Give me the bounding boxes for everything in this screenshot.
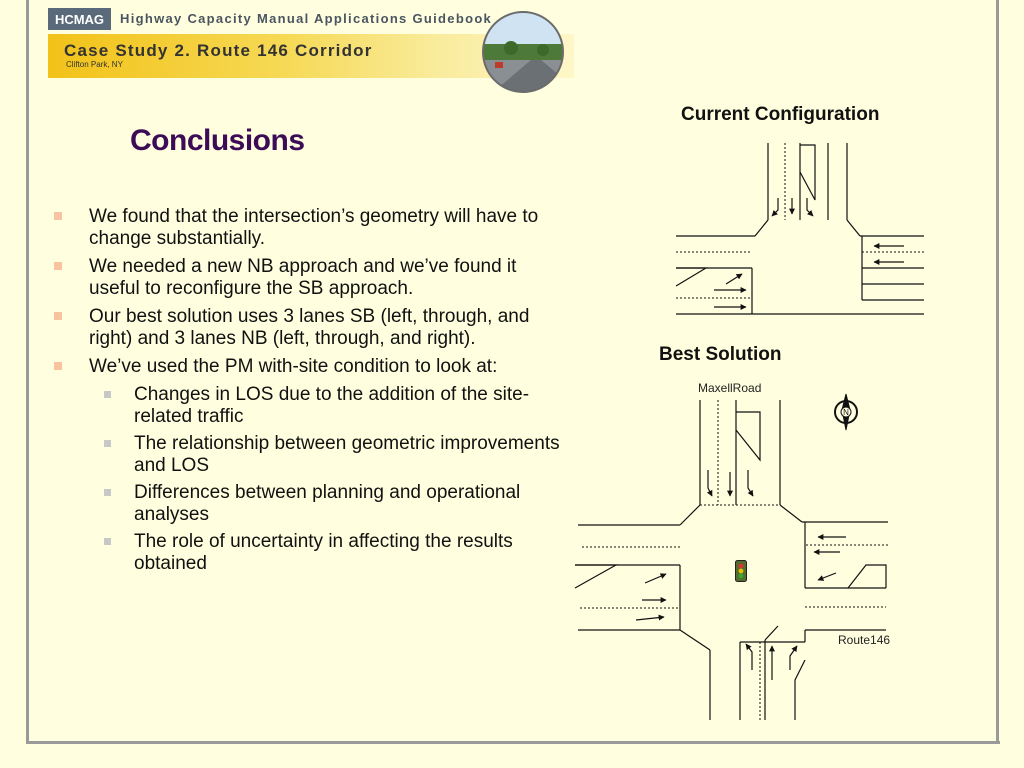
compass-letter: N bbox=[843, 408, 849, 417]
sub-bullet-square-icon bbox=[104, 538, 111, 545]
north-arrow-icon: N bbox=[834, 393, 858, 431]
sub-bullet-item: The relationship between geometric impro… bbox=[52, 433, 567, 477]
best-solution-label: Best Solution bbox=[659, 344, 782, 365]
location-text: Clifton Park, NY bbox=[66, 60, 123, 69]
bullet-square-icon bbox=[54, 262, 62, 270]
sub-bullet-item: Differences between planning and operati… bbox=[52, 482, 567, 526]
bullet-text: Our best solution uses 3 lanes SB (left,… bbox=[89, 306, 530, 349]
frame-bottom-border bbox=[26, 741, 1000, 744]
bullet-item: We found that the intersection’s geometr… bbox=[52, 206, 567, 250]
sub-bullet-square-icon bbox=[104, 391, 111, 398]
header-banner: HCMAG Highway Capacity Manual Applicatio… bbox=[48, 8, 574, 94]
bullet-square-icon bbox=[54, 312, 62, 320]
sub-bullet-item: Changes in LOS due to the addition of th… bbox=[52, 384, 567, 428]
bullet-square-icon bbox=[54, 362, 62, 370]
bullet-square-icon bbox=[54, 212, 62, 220]
east-street-label: Route146 bbox=[838, 633, 891, 647]
bullet-text: We found that the intersection’s geometr… bbox=[89, 206, 539, 249]
sub-bullet-text: Differences between planning and operati… bbox=[134, 482, 521, 525]
road-photo-icon bbox=[482, 11, 564, 93]
bullet-text: We needed a new NB approach and we’ve fo… bbox=[89, 256, 517, 299]
case-study-title: Case Study 2. Route 146 Corridor bbox=[64, 41, 373, 60]
bullet-item: Our best solution uses 3 lanes SB (left,… bbox=[52, 306, 567, 350]
bullet-item: We’ve used the PM with-site condition to… bbox=[52, 356, 567, 378]
bullet-list: We found that the intersection’s geometr… bbox=[52, 206, 567, 580]
guidebook-title: Highway Capacity Manual Applications Gui… bbox=[120, 11, 493, 26]
frame-left-border bbox=[26, 0, 29, 744]
sub-bullet-square-icon bbox=[104, 489, 111, 496]
north-street-label: MaxellRoad bbox=[698, 381, 762, 395]
frame-right-border bbox=[996, 0, 999, 744]
traffic-signal-icon bbox=[735, 560, 747, 582]
page-title: Conclusions bbox=[130, 124, 305, 157]
sub-bullet-text: The relationship between geometric impro… bbox=[134, 433, 560, 476]
sub-bullet-item: The role of uncertainty in affecting the… bbox=[52, 531, 567, 575]
sub-bullet-text: Changes in LOS due to the addition of th… bbox=[134, 384, 530, 427]
bullet-item: We needed a new NB approach and we’ve fo… bbox=[52, 256, 567, 300]
hcmag-badge: HCMAG bbox=[48, 8, 111, 30]
sub-bullet-square-icon bbox=[104, 440, 111, 447]
sub-bullet-text: The role of uncertainty in affecting the… bbox=[134, 531, 513, 574]
bullet-text: We’ve used the PM with-site condition to… bbox=[89, 356, 498, 377]
current-configuration-label: Current Configuration bbox=[681, 104, 880, 125]
